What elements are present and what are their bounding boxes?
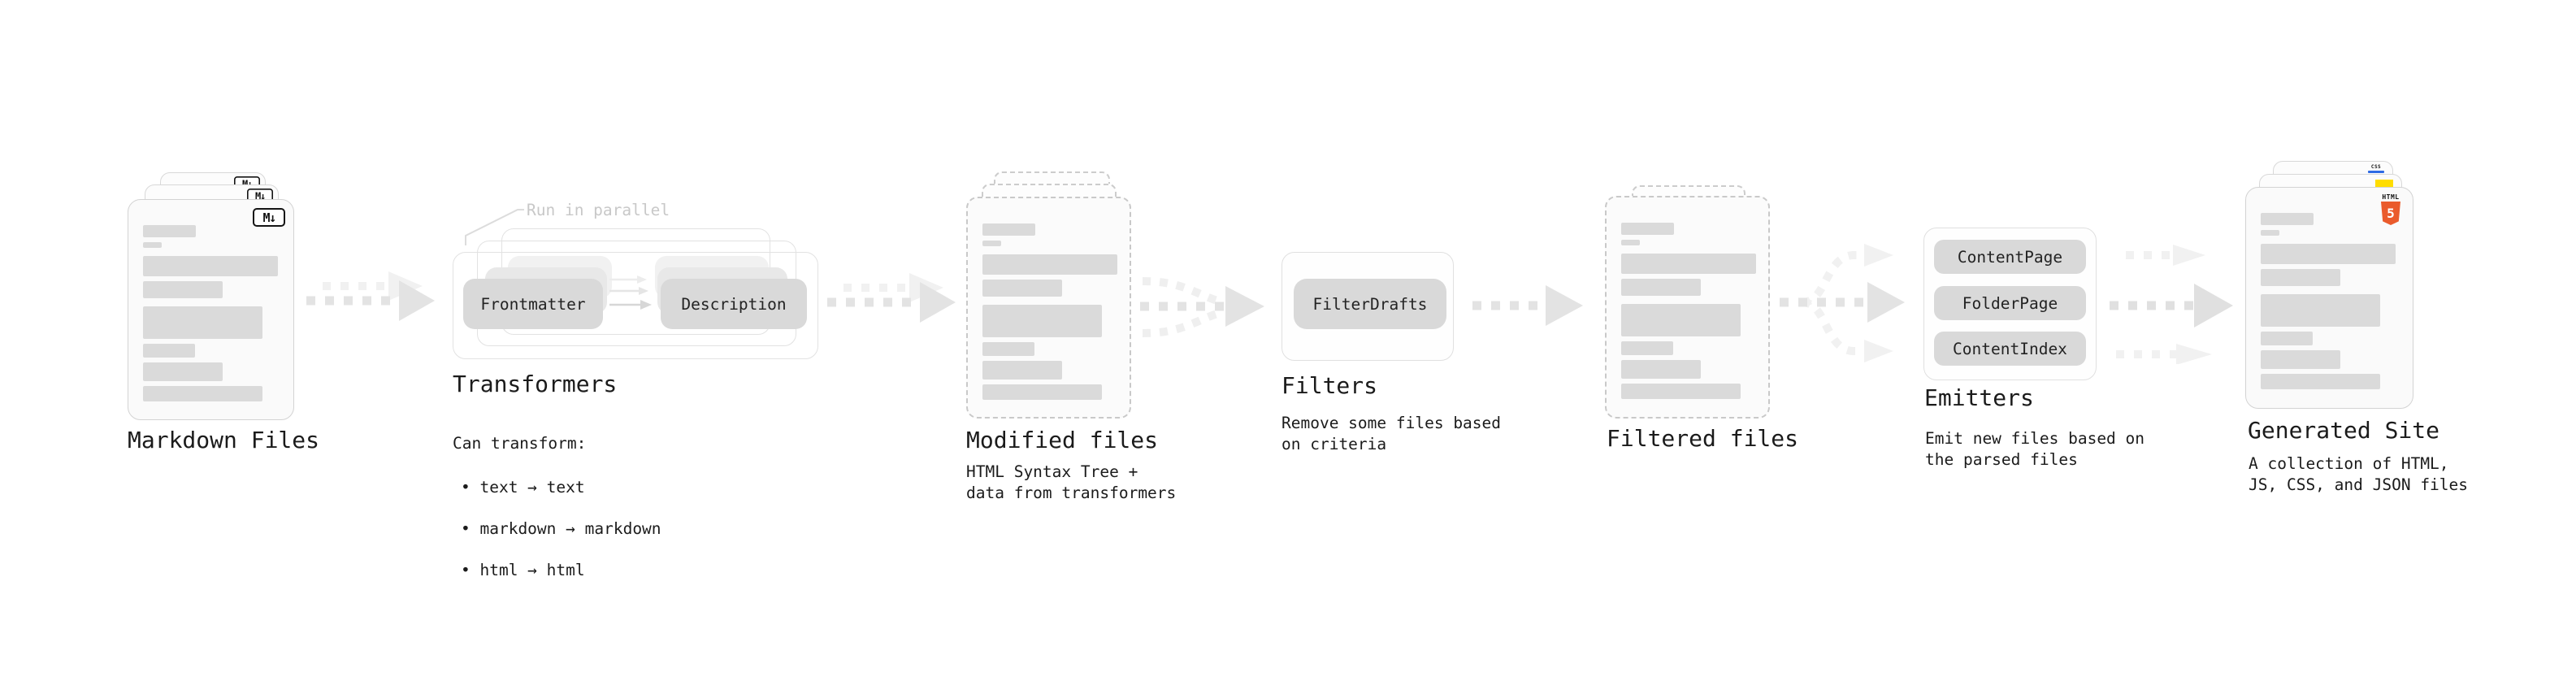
text-line-placeholder: [982, 361, 1062, 380]
text-line-placeholder: [143, 386, 262, 401]
filtered-files-label: Filtered files: [1607, 425, 1799, 452]
arrow-filters-to-filtered: [1472, 285, 1583, 326]
text-line-placeholder: [143, 256, 278, 276]
text-line-placeholder: [1621, 254, 1756, 274]
text-line-placeholder: [982, 254, 1117, 275]
arrow-emitters-to-site: [2110, 245, 2233, 364]
text-line-placeholder: [1621, 279, 1701, 296]
run-in-parallel-note: Run in parallel: [527, 201, 670, 219]
text-line-placeholder: [2261, 244, 2396, 264]
arrow-transformers-to-modified: [827, 273, 956, 323]
text-line-placeholder: [143, 225, 196, 237]
modified-files-caption: HTML Syntax Tree + data from transformer…: [966, 462, 1177, 502]
generated-site-label: Generated Site: [2248, 417, 2440, 444]
text-line-placeholder: [982, 342, 1034, 356]
html5-icon: HTML 5: [2380, 193, 2401, 225]
text-line-placeholder: [1621, 384, 1741, 399]
css-badge-word: CSS: [2370, 164, 2382, 170]
text-line-placeholder: [982, 241, 1001, 246]
css3-icon: CSS: [2368, 165, 2384, 173]
filters-label: Filters: [1281, 372, 1378, 399]
text-line-placeholder: [2261, 230, 2279, 236]
text-line-placeholder: [1621, 304, 1741, 336]
transform-mini-arrows: [609, 275, 652, 310]
js-icon: [2375, 180, 2393, 188]
text-line-placeholder: [2261, 350, 2340, 369]
text-line-placeholder: [2261, 213, 2314, 225]
filterdrafts-pill: FilterDrafts: [1294, 279, 1446, 329]
text-line-placeholder: [982, 223, 1035, 236]
transformers-label: Transformers: [453, 371, 618, 397]
emitters-caption: Emit new files based on the parsed files: [1925, 429, 2145, 469]
text-line-placeholder: [1621, 240, 1640, 245]
arrow-markdown-to-transformers: [306, 271, 435, 321]
modified-files-label: Modified files: [966, 427, 1159, 453]
text-line-placeholder: [143, 242, 162, 248]
transformers-caption: Can transform: • text → text • markdown …: [453, 412, 661, 601]
generated-site-caption: A collection of HTML, JS, CSS, and JSON …: [2249, 454, 2469, 494]
markdown-files-label: Markdown Files: [128, 427, 320, 453]
filters-caption: Remove some files based on criteria: [1281, 414, 1502, 453]
markdown-file-front: M↓: [128, 199, 294, 420]
text-line-placeholder: [2261, 332, 2313, 345]
text-line-placeholder: [143, 281, 223, 298]
contentindex-pill: ContentIndex: [1934, 332, 2086, 366]
text-line-placeholder: [982, 384, 1102, 400]
text-line-placeholder: [1621, 360, 1701, 379]
emitters-label: Emitters: [1924, 384, 2034, 411]
text-line-placeholder: [143, 362, 223, 381]
text-line-placeholder: [982, 305, 1102, 337]
text-line-placeholder: [1621, 341, 1673, 355]
frontmatter-pill: Frontmatter: [463, 279, 603, 329]
html5-badge-word: HTML: [2382, 193, 2400, 201]
html5-badge-shield: 5: [2381, 202, 2400, 225]
text-line-placeholder: [2261, 374, 2380, 389]
css-badge-bar: [2368, 171, 2384, 173]
text-line-placeholder: [2261, 294, 2380, 327]
arrow-filtered-to-emitters: [1780, 244, 1905, 362]
filtered-file-front: [1605, 196, 1770, 419]
text-line-placeholder: [1621, 223, 1674, 235]
description-pill: Description: [661, 279, 807, 329]
caption-bullet: • text → text: [461, 477, 585, 497]
site-file-front: HTML 5: [2245, 187, 2413, 409]
text-line-placeholder: [982, 280, 1062, 297]
modified-file-front: [966, 197, 1131, 419]
caption-bullet: • markdown → markdown: [461, 518, 661, 538]
arrow-modified-to-filters: [1140, 277, 1264, 337]
caption-bullet: • html → html: [461, 560, 585, 579]
text-line-placeholder: [143, 306, 262, 339]
folderpage-pill: FolderPage: [1934, 286, 2086, 320]
text-line-placeholder: [2261, 269, 2340, 286]
contentpage-pill: ContentPage: [1934, 240, 2086, 274]
markdown-icon: M↓: [253, 208, 285, 227]
parallel-note-connector: [465, 209, 524, 245]
caption-line: Can transform:: [453, 433, 587, 453]
text-line-placeholder: [143, 344, 195, 358]
transformer-box-front: [453, 252, 818, 359]
